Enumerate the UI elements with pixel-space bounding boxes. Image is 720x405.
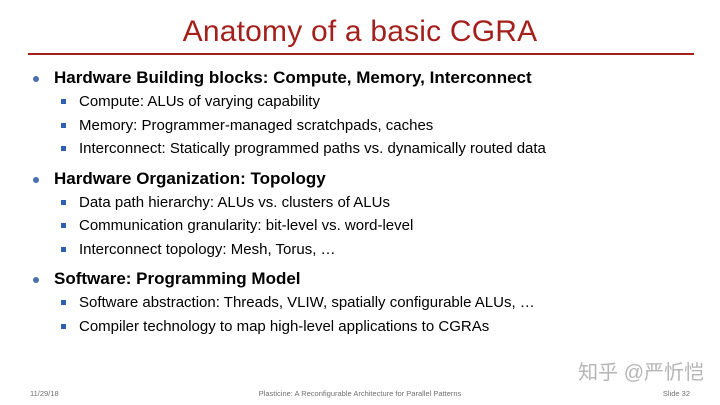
bullet-item: Interconnect topology: Mesh, Torus, … <box>30 238 700 262</box>
section-software-programming-model: Software: Programming Model Software abs… <box>30 267 700 338</box>
bullet-item: Compute: ALUs of varying capability <box>30 90 700 114</box>
bullet-item: Software abstraction: Threads, VLIW, spa… <box>30 291 700 315</box>
square-bullet-icon <box>61 146 66 151</box>
square-bullet-icon <box>61 199 66 205</box>
square-bullet-icon <box>61 300 66 305</box>
footer-slide-number: Slide 32 <box>662 389 690 398</box>
square-bullet-icon <box>61 122 66 128</box>
item-text: Interconnect: Statically programmed path… <box>79 140 546 157</box>
item-text: Communication granularity: bit-level vs.… <box>79 217 414 234</box>
item-text: Memory: Programmer-managed scratchpads, … <box>79 116 434 134</box>
square-bullet-icon <box>61 223 66 228</box>
heading-text: Hardware Organization: Topology <box>54 168 326 188</box>
bullet-item: Data path hierarchy: ALUs vs. clusters o… <box>30 191 700 215</box>
round-bullet-icon <box>33 277 39 283</box>
title-divider <box>28 53 694 55</box>
item-text: Interconnect topology: Mesh, Torus, … <box>79 240 336 258</box>
bullet-heading: Hardware Building blocks: Compute, Memor… <box>30 66 700 90</box>
square-bullet-icon <box>61 246 66 252</box>
round-bullet-icon <box>33 176 39 183</box>
bullet-item: Interconnect: Statically programmed path… <box>30 137 700 161</box>
bullet-item: Communication granularity: bit-level vs.… <box>30 214 700 238</box>
item-text: Compiler technology to map high-level ap… <box>79 317 490 335</box>
section-hardware-building-blocks: Hardware Building blocks: Compute, Memor… <box>30 66 700 161</box>
heading-text: Hardware Building blocks: Compute, Memor… <box>54 68 532 87</box>
bullet-heading: Hardware Organization: Topology <box>30 167 700 191</box>
heading-text: Software: Programming Model <box>54 269 301 288</box>
section-hardware-organization: Hardware Organization: Topology Data pat… <box>30 167 700 262</box>
round-bullet-icon <box>33 76 39 82</box>
bullet-item: Compiler technology to map high-level ap… <box>30 315 700 339</box>
footer-date: 11/29/18 <box>30 389 59 398</box>
watermark: 知乎 @严忻恺 <box>578 362 704 384</box>
bullet-item: Memory: Programmer-managed scratchpads, … <box>30 114 700 138</box>
item-text: Data path hierarchy: ALUs vs. clusters o… <box>79 193 390 211</box>
item-text: Software abstraction: Threads, VLIW, spa… <box>79 294 535 311</box>
footer-presentation-title: Plasticine: A Reconfigurable Architectur… <box>258 389 462 398</box>
bullet-heading: Software: Programming Model <box>30 267 700 291</box>
square-bullet-icon <box>61 323 66 329</box>
slide-title: Anatomy of a basic CGRA <box>182 15 538 48</box>
item-text: Compute: ALUs of varying capability <box>79 93 320 110</box>
slide-content: Hardware Building blocks: Compute, Memor… <box>30 66 700 344</box>
square-bullet-icon <box>61 99 66 104</box>
